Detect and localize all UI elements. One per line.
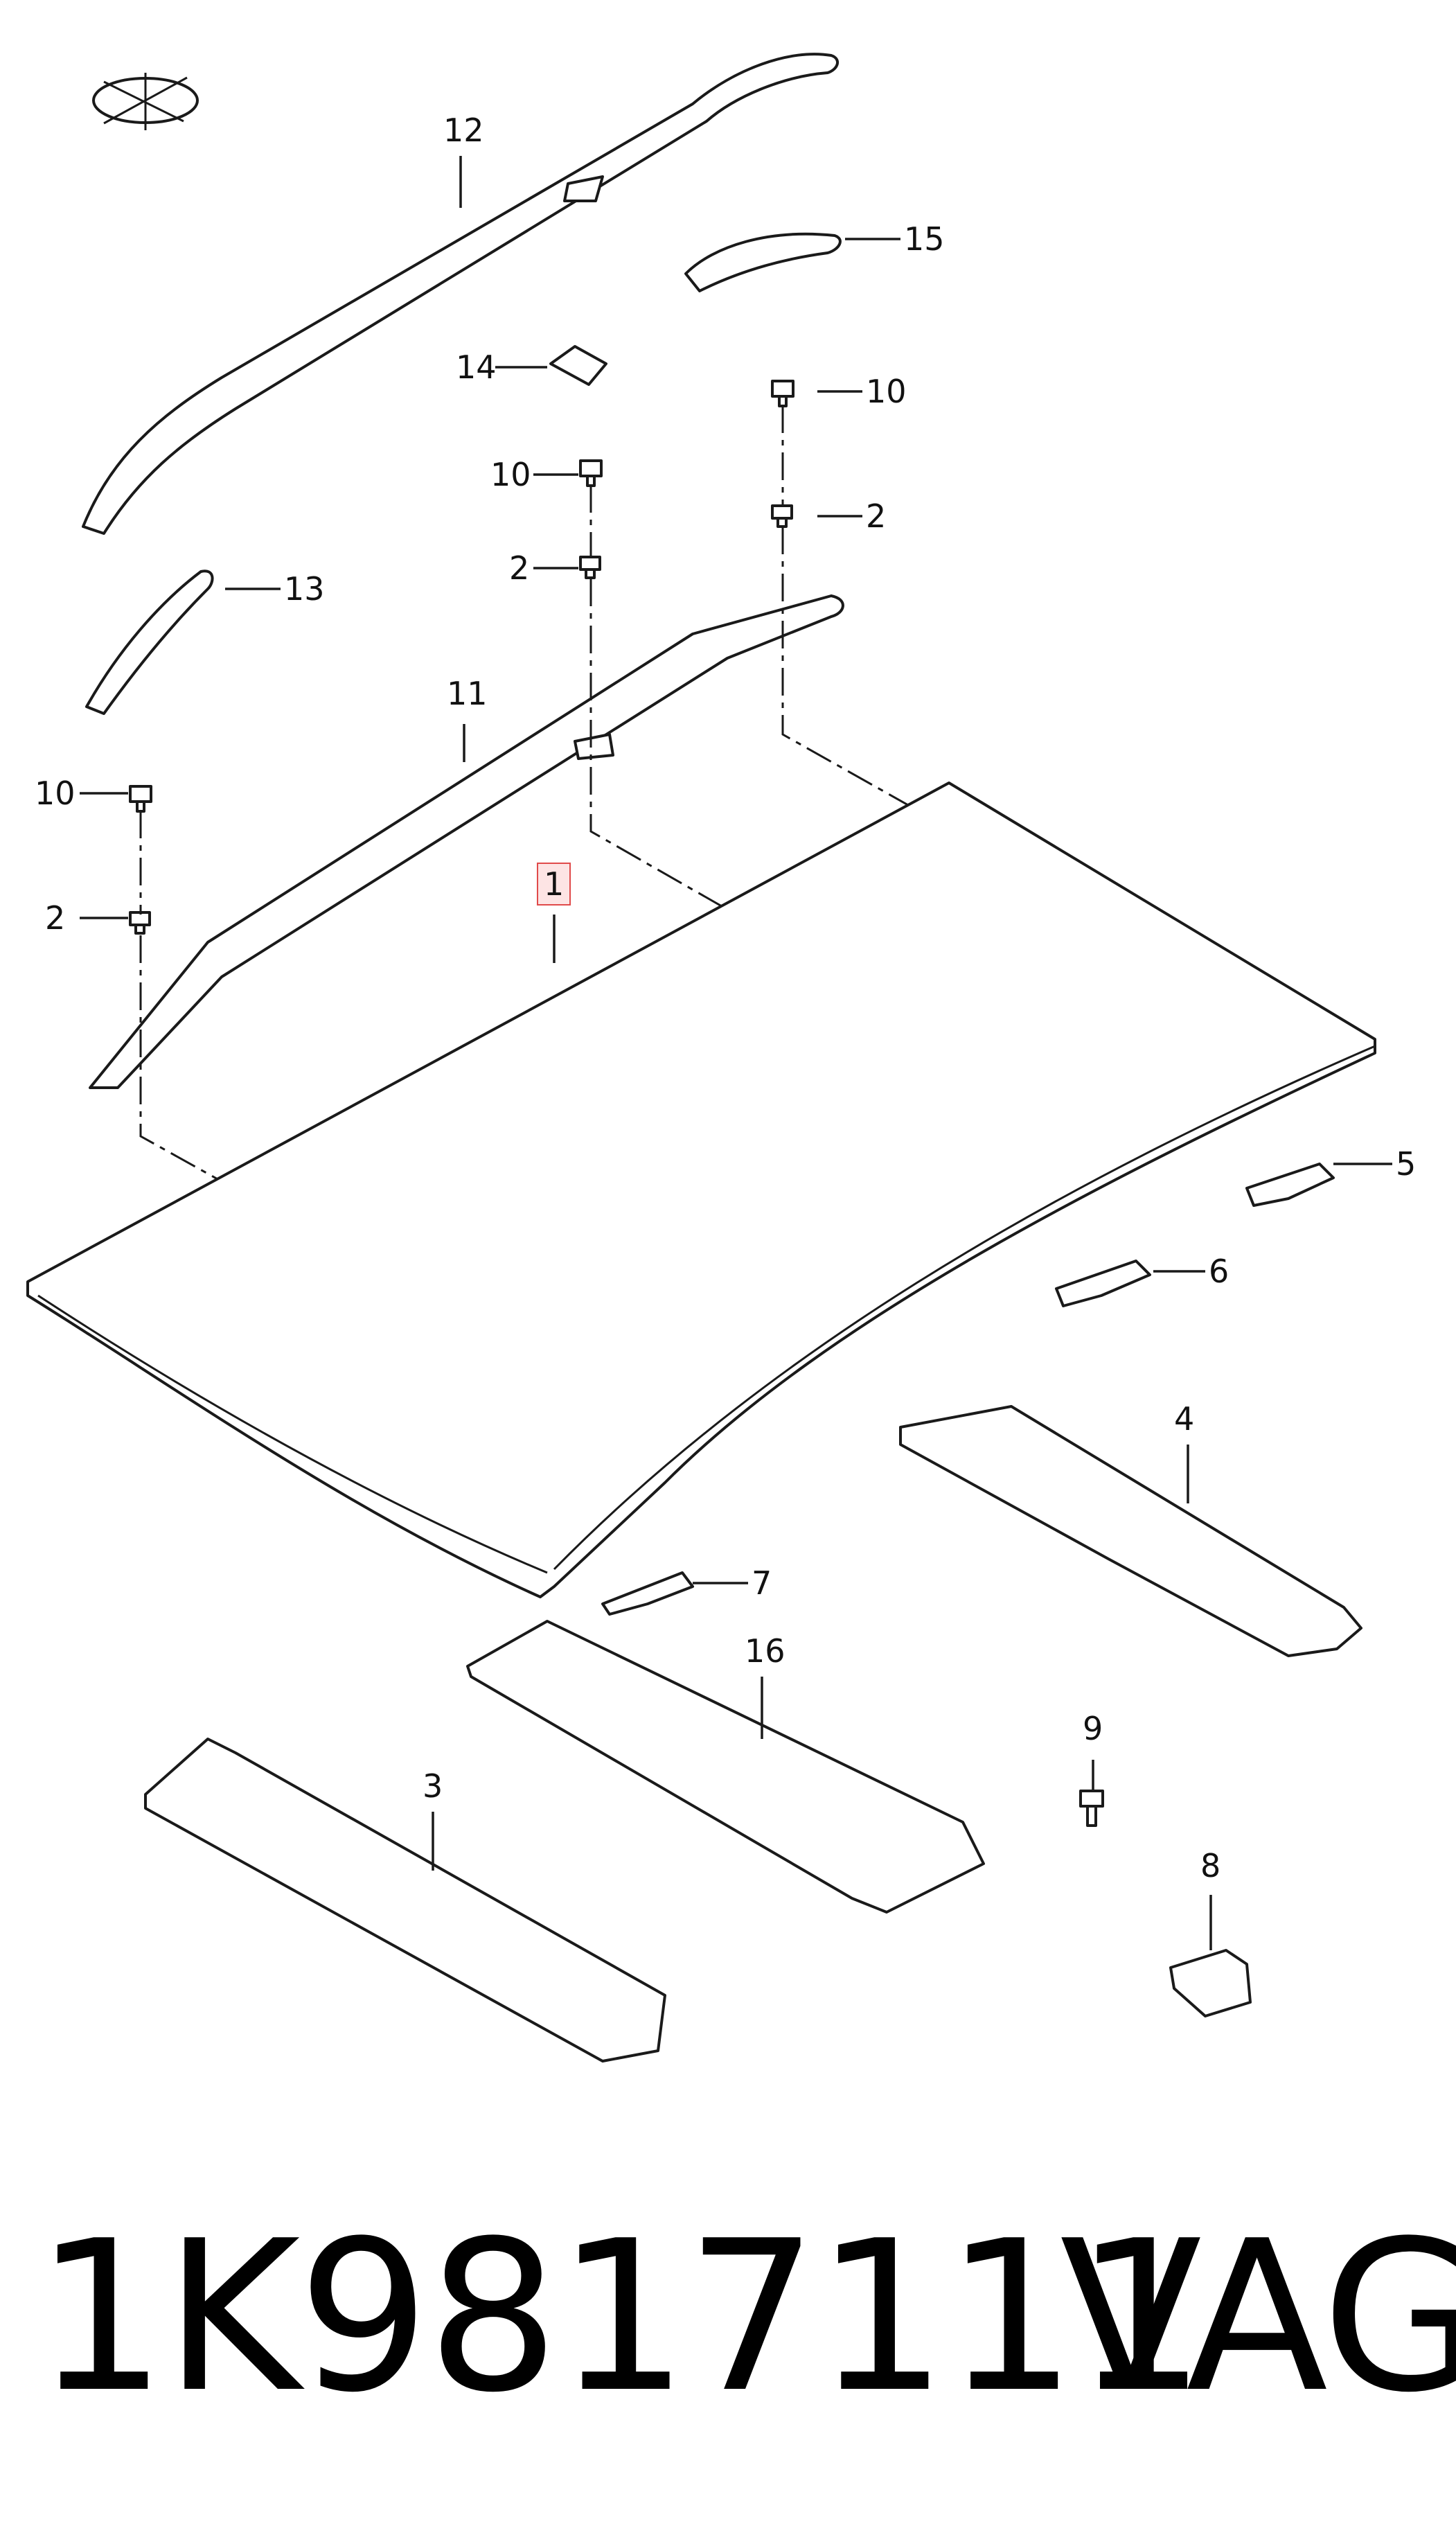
callout-13: 13 xyxy=(284,570,325,608)
callout-10-left: 10 xyxy=(35,775,76,812)
mount-bracket-6 xyxy=(1055,1260,1151,1307)
rail-clip xyxy=(549,345,607,386)
callout-2-middle: 2 xyxy=(509,549,530,587)
part-number: 1K9817111 xyxy=(35,2196,1207,2438)
callout-5: 5 xyxy=(1396,1145,1417,1183)
callout-4: 4 xyxy=(1174,1400,1195,1438)
leader-lines xyxy=(80,156,1392,1950)
callout-12: 12 xyxy=(443,112,484,149)
logo-icon xyxy=(92,73,199,130)
callout-14: 14 xyxy=(456,348,497,386)
callout-7: 7 xyxy=(752,1564,772,1602)
bolt-10-left xyxy=(129,785,152,813)
callout-11: 11 xyxy=(447,675,488,712)
clip-bracket-8 xyxy=(1169,1949,1252,2017)
callout-2-right: 2 xyxy=(866,497,887,535)
callout-2-left: 2 xyxy=(45,899,66,937)
clip-2-middle xyxy=(579,556,601,579)
bolt-10-right xyxy=(771,380,794,407)
bolt-9 xyxy=(1079,1790,1104,1827)
mount-bracket-5 xyxy=(1245,1163,1335,1207)
callout-10-right: 10 xyxy=(866,373,907,410)
mount-bracket-7 xyxy=(601,1571,694,1616)
roof-crossmember-rear xyxy=(899,1405,1362,1657)
roof-bow-center xyxy=(466,1620,985,1914)
callout-3: 3 xyxy=(423,1767,443,1805)
clip-2-right xyxy=(771,504,793,528)
callout-9: 9 xyxy=(1083,1710,1103,1747)
callout-10-middle: 10 xyxy=(490,456,531,493)
brand-name: VAG xyxy=(1060,2196,1456,2438)
bolt-10-middle xyxy=(579,459,603,487)
callout-15: 15 xyxy=(904,220,945,258)
callout-8: 8 xyxy=(1200,1847,1221,1884)
callout-1: 1 xyxy=(537,863,571,906)
callout-16: 16 xyxy=(745,1632,785,1670)
roof-rail-long xyxy=(82,53,839,535)
rail-end-cap-rear xyxy=(85,569,214,715)
clip-2-left xyxy=(129,911,151,935)
roof-rail-lower xyxy=(89,594,844,1089)
roof-crossmember-front xyxy=(144,1738,666,2063)
roof-panel xyxy=(26,781,1376,1598)
rail-end-cap-front xyxy=(684,232,842,292)
callout-6: 6 xyxy=(1209,1253,1229,1290)
